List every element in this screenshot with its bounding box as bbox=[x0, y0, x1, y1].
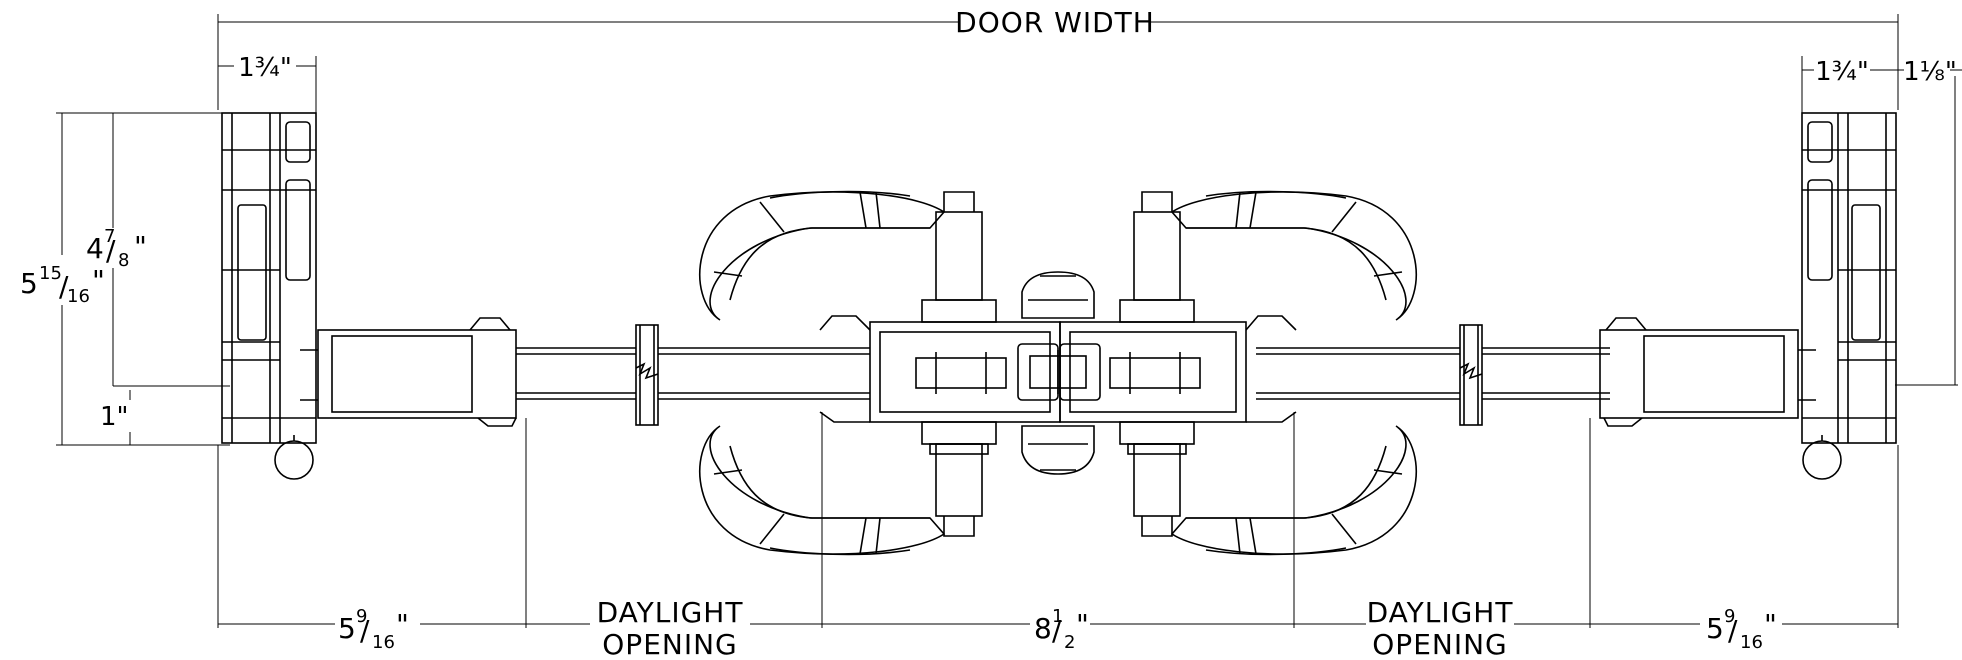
daylight-left-label: DAYLIGHT OPENING bbox=[597, 596, 744, 660]
svg-text:DAYLIGHT: DAYLIGHT bbox=[1367, 596, 1514, 629]
frame-depth-dimensions: 5 15 / 16 " 4 7 / 8 " 1" bbox=[20, 112, 230, 446]
bottom-dimension-chain: 5 9 / 16 " DAYLIGHT OPENING 8 1 / 2 " DA… bbox=[218, 596, 1898, 660]
left-door-stile bbox=[300, 317, 517, 427]
left-stile-label: 1¾" bbox=[238, 53, 292, 83]
daylight-right-label: DAYLIGHT OPENING bbox=[1367, 596, 1514, 660]
right-rail-dimension-label: 5 9 / 16 " bbox=[1706, 606, 1778, 653]
svg-text:9: 9 bbox=[1724, 606, 1735, 627]
door-width-label: DOOR WIDTH bbox=[955, 6, 1155, 39]
svg-text:4: 4 bbox=[86, 232, 105, 265]
svg-text:": " bbox=[134, 230, 148, 263]
svg-text:": " bbox=[396, 608, 410, 641]
svg-text:9: 9 bbox=[356, 606, 367, 627]
svg-text:OPENING: OPENING bbox=[602, 628, 737, 660]
right-door-stile bbox=[1599, 317, 1816, 427]
left-stile-dimension: 1¾" bbox=[218, 53, 317, 120]
svg-text:": " bbox=[92, 264, 106, 297]
right-jamb bbox=[1801, 112, 1897, 480]
svg-text:7: 7 bbox=[104, 226, 115, 247]
svg-text:16: 16 bbox=[372, 632, 395, 653]
svg-text:/: / bbox=[1052, 614, 1062, 647]
right-glazing bbox=[1256, 324, 1610, 426]
svg-text:5: 5 bbox=[1706, 612, 1725, 645]
svg-text:5: 5 bbox=[20, 267, 39, 300]
right-pull-handles bbox=[1133, 190, 1417, 556]
bottom-offset-label: 1" bbox=[100, 402, 129, 432]
door-width-dimension: DOOR WIDTH bbox=[217, 6, 1899, 110]
frame-depth-inner-label: 4 7 / 8 " bbox=[86, 226, 148, 271]
center-span-dimension-label: 8 1 / 2 " bbox=[1034, 606, 1090, 653]
svg-text:": " bbox=[1764, 608, 1778, 641]
right-offset-label: 1⅛" bbox=[1903, 57, 1957, 87]
lock-cylinders bbox=[1021, 271, 1095, 475]
svg-text:/: / bbox=[1728, 614, 1738, 647]
svg-text:/: / bbox=[59, 270, 69, 303]
center-meeting-stiles bbox=[819, 299, 1297, 455]
svg-text:16: 16 bbox=[67, 286, 90, 307]
extension-lines bbox=[217, 412, 1899, 628]
left-glazing bbox=[516, 324, 870, 426]
svg-text:/: / bbox=[106, 234, 116, 267]
frame-depth-outer-label: 5 15 / 16 " bbox=[20, 263, 106, 307]
svg-text:2: 2 bbox=[1064, 632, 1075, 653]
svg-text:DAYLIGHT: DAYLIGHT bbox=[597, 596, 744, 629]
svg-text:OPENING: OPENING bbox=[1372, 628, 1507, 660]
svg-text:": " bbox=[1076, 608, 1090, 641]
svg-text:8: 8 bbox=[118, 250, 129, 271]
svg-text:16: 16 bbox=[1740, 632, 1763, 653]
svg-text:1: 1 bbox=[1052, 606, 1063, 627]
svg-text:5: 5 bbox=[338, 612, 357, 645]
svg-text:8: 8 bbox=[1034, 612, 1053, 645]
left-pull-handles bbox=[699, 190, 983, 556]
right-stile-label: 1¾" bbox=[1815, 57, 1869, 87]
svg-text:/: / bbox=[360, 614, 370, 647]
right-stile-dimension: 1¾" bbox=[1801, 56, 1898, 120]
left-rail-dimension-label: 5 9 / 16 " bbox=[338, 606, 410, 653]
left-jamb bbox=[221, 112, 317, 480]
svg-text:15: 15 bbox=[39, 263, 62, 284]
right-offset-dimension: 1⅛" bbox=[1895, 57, 1962, 386]
